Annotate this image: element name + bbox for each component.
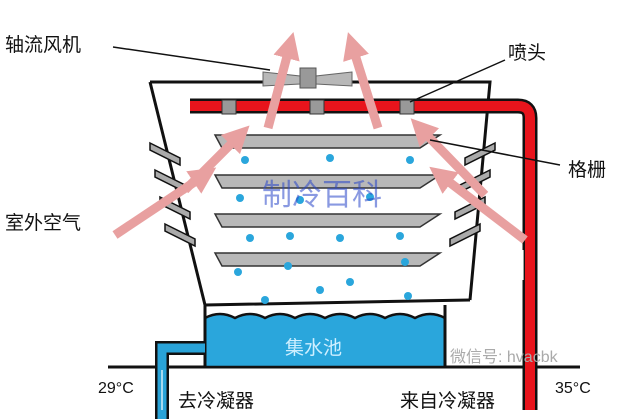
air-flow-arrows (112, 31, 528, 244)
label-nozzle: 喷头 (508, 42, 547, 64)
label-outdoor-air: 室外空气 (5, 212, 82, 234)
label-from-condenser: 来自冷凝器 (400, 390, 496, 412)
hot-water-pipe (190, 101, 535, 410)
label-temp-out: 29°C (98, 380, 134, 397)
label-basin: 集水池 (285, 337, 343, 359)
leader-lines (112, 46, 561, 166)
label-temp-in: 35°C (555, 380, 591, 397)
label-grille: 格栅 (568, 159, 607, 181)
spray-nozzles (221, 99, 415, 115)
air-inlet-louvers (149, 141, 496, 248)
watermark-corner: 微信号: hvacbk (450, 349, 558, 366)
label-to-condenser: 去冷凝器 (178, 390, 255, 412)
watermark-center: 制冷百科 (262, 178, 382, 213)
label-axial-fan: 轴流风机 (5, 34, 82, 56)
fill-grille (213, 134, 443, 267)
collection-basin (203, 298, 471, 369)
water-droplets (234, 154, 414, 304)
